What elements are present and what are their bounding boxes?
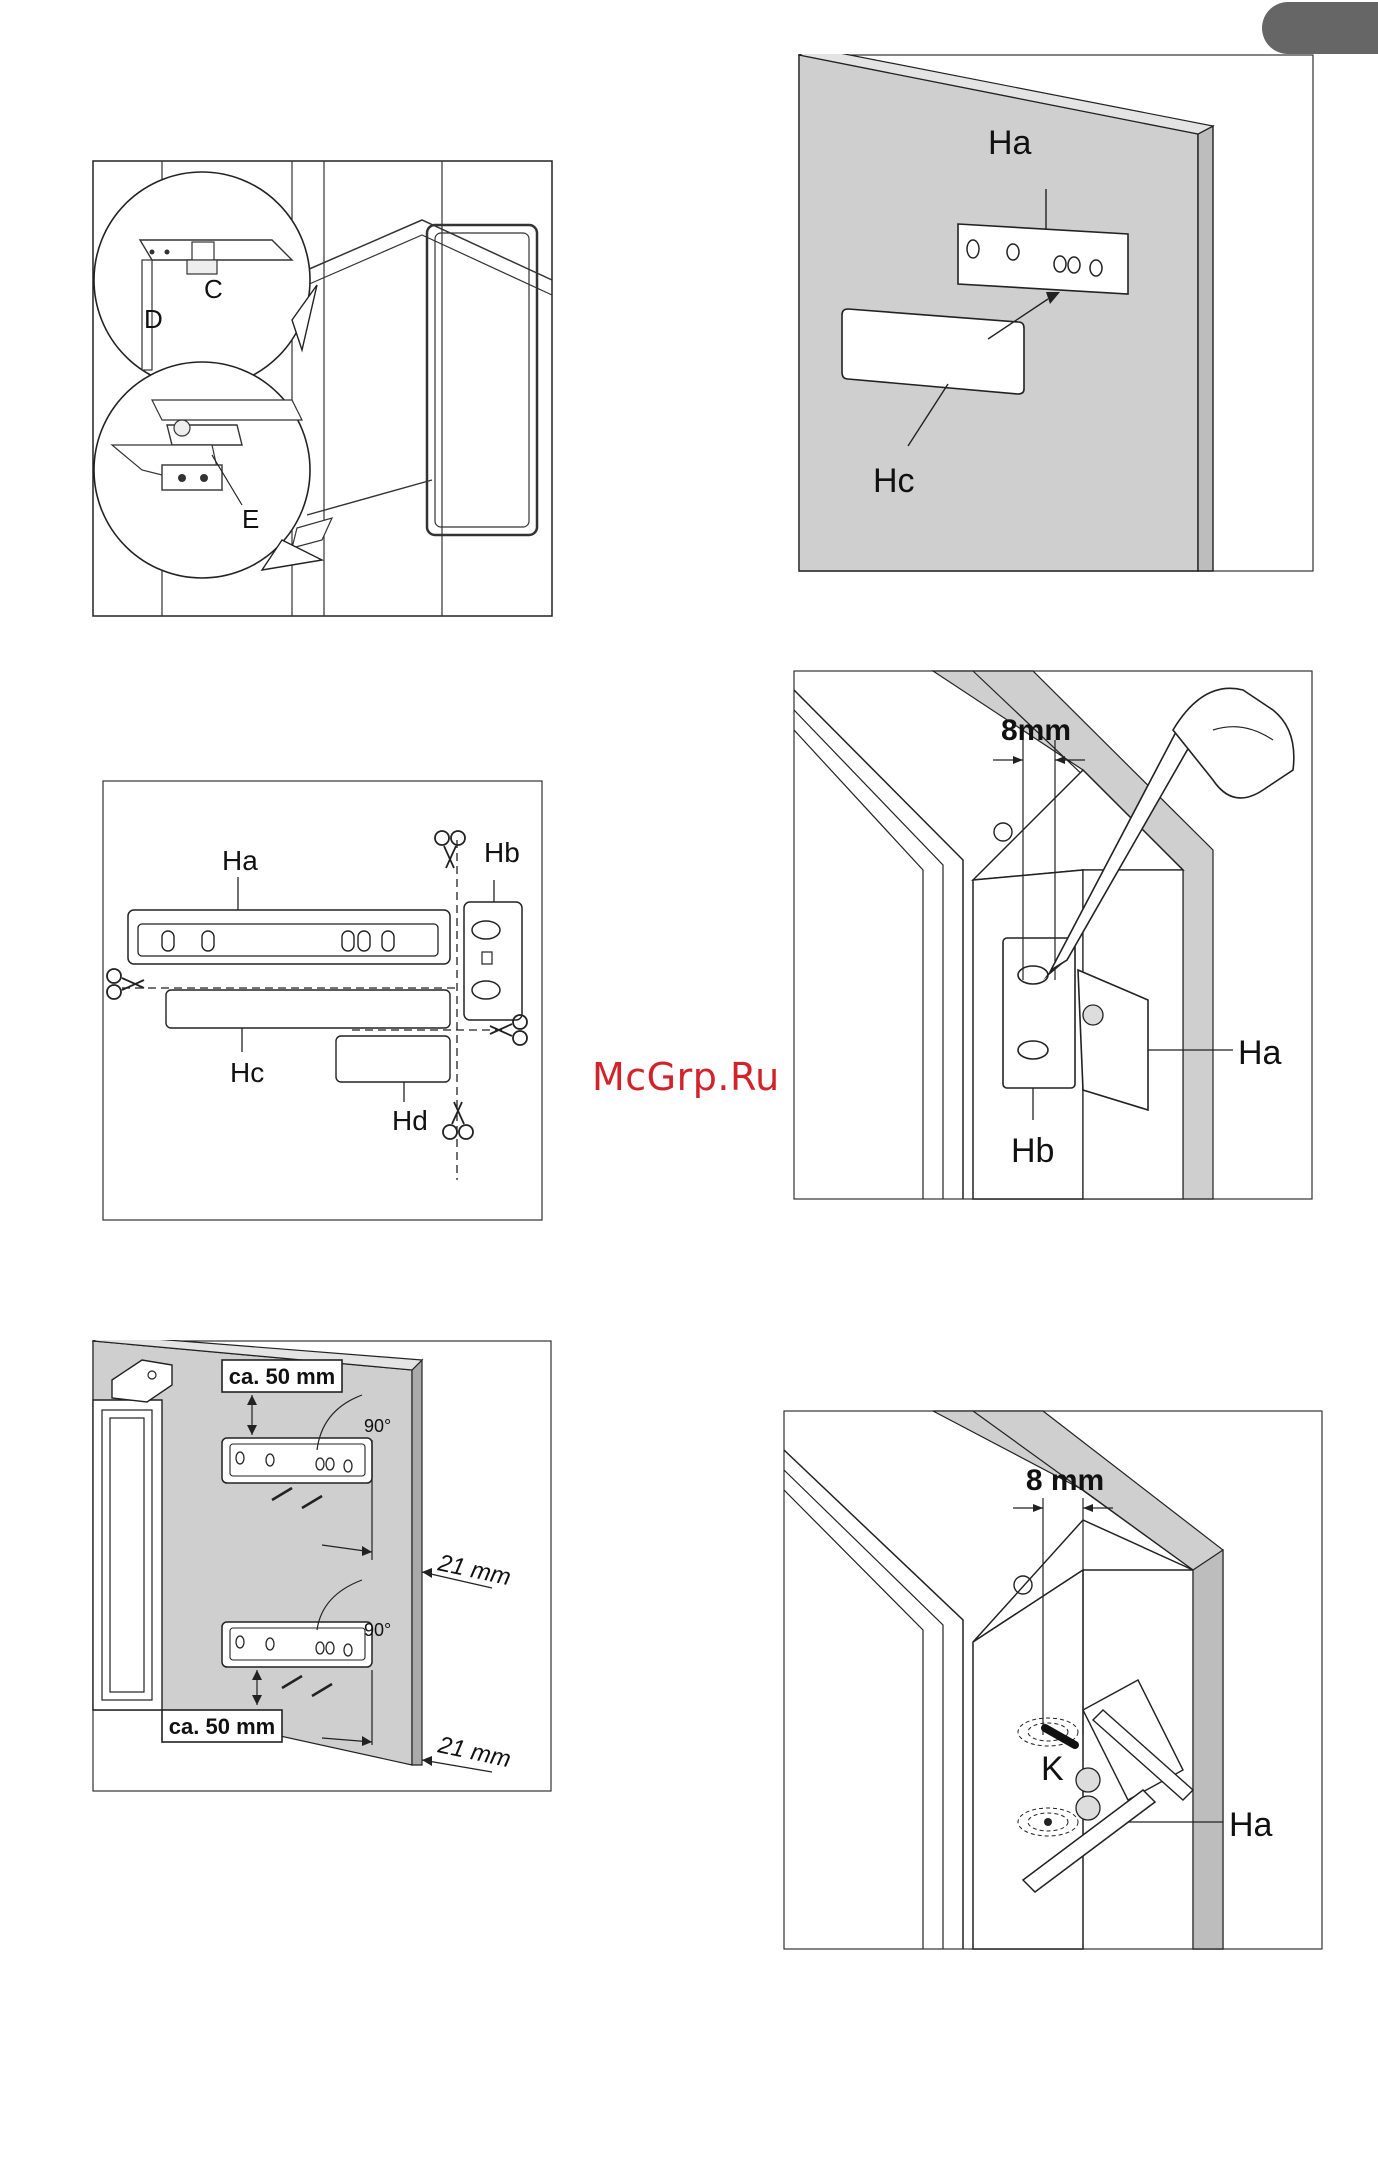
label-ha: Ha [1229, 1806, 1273, 1844]
dim-bottom: ca. 50 mm [169, 1714, 275, 1739]
dim-8-mm: 8 mm [1026, 1464, 1104, 1497]
dim-top: ca. 50 mm [229, 1364, 335, 1389]
dim-8mm: 8mm [1001, 714, 1071, 747]
figure-marking-hb: 8mm Ha Hb [793, 670, 1313, 1200]
section-tab [1262, 2, 1378, 54]
label-ha: Ha [222, 845, 258, 876]
label-d: D [144, 304, 163, 334]
label-hc: Hc [230, 1057, 264, 1088]
angle-bottom: 90° [364, 1620, 391, 1640]
label-hd: Hd [392, 1105, 428, 1136]
figure-door-fixing: C D E [92, 160, 554, 618]
label-c: C [204, 274, 223, 304]
figure-cutting: Ha Hc Hd Hb [102, 780, 544, 1222]
label-hc: Hc [873, 462, 915, 500]
figure-door-panel: Ha Hc [798, 54, 1314, 572]
angle-top: 90° [364, 1416, 391, 1436]
label-ha: Ha [988, 124, 1032, 162]
label-hb: Hb [1011, 1132, 1054, 1170]
figure-screw-k: 8 mm K Ha [783, 1410, 1323, 1950]
label-hb: Hb [484, 837, 520, 868]
label-e: E [242, 504, 259, 534]
figure-mounting-dimensions: ca. 50 mm 90° 21 mm 90° [92, 1340, 552, 1792]
label-ha: Ha [1238, 1034, 1282, 1072]
label-k: K [1041, 1750, 1064, 1788]
watermark: McGrp.Ru [592, 1055, 780, 1099]
